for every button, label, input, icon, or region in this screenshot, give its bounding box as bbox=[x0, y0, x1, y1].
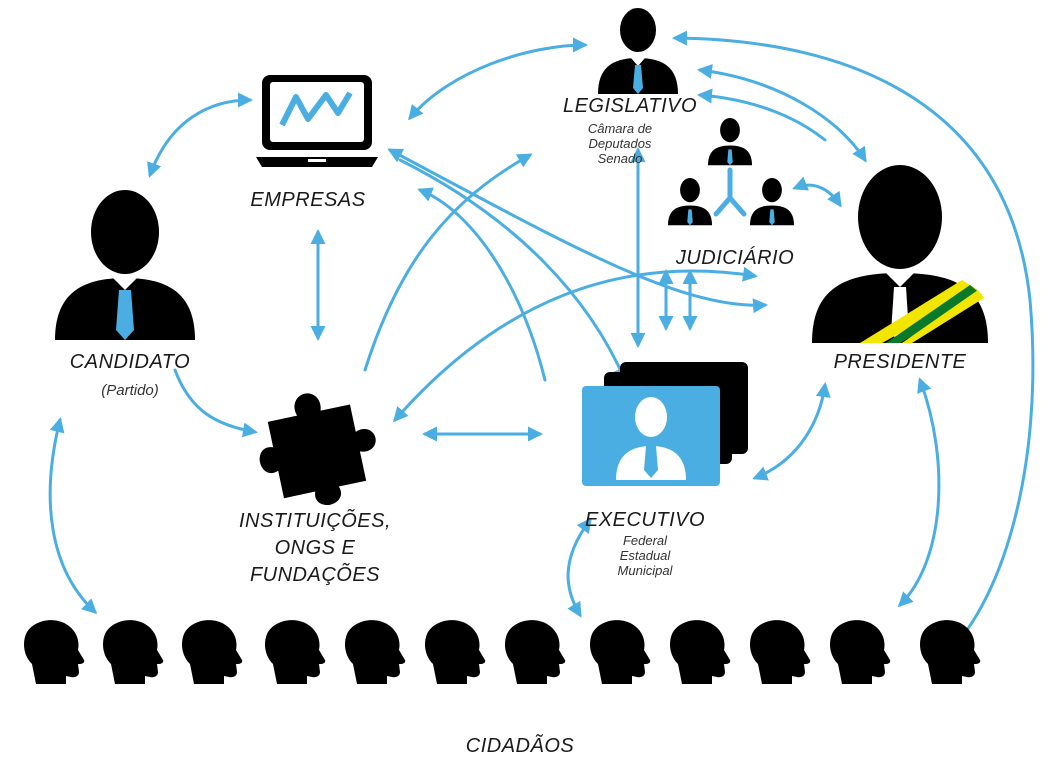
arrow-empresas-presidente bbox=[387, 148, 768, 314]
executivo-sub-estadual: Estadual bbox=[619, 547, 671, 563]
head-silhouette-icon bbox=[670, 620, 731, 684]
instituicoes-line-3: FUNDAÇÕES bbox=[249, 564, 381, 586]
empresas-title: EMPRESAS bbox=[250, 189, 366, 211]
head-silhouette-icon bbox=[345, 620, 406, 684]
citizens-row bbox=[24, 620, 981, 684]
arrow-candidato-cidadaos bbox=[48, 417, 98, 615]
arrow-executivo-empresas bbox=[417, 187, 547, 382]
legislativo-sub-senado: Senado bbox=[597, 150, 643, 166]
arrow-judiciario-presidente bbox=[792, 176, 842, 208]
head-silhouette-icon bbox=[103, 620, 164, 684]
head-silhouette-icon bbox=[830, 620, 891, 684]
executivo-sub-municipal: Municipal bbox=[617, 562, 673, 578]
head-silhouette-icon bbox=[505, 620, 566, 684]
legislativo-sub-deputados: Deputados bbox=[588, 135, 652, 151]
presidente-title: PRESIDENTE bbox=[833, 351, 967, 373]
instituicoes-line-1: INSTITUIÇÕES, bbox=[238, 510, 392, 532]
laptop-chart-icon bbox=[256, 75, 378, 167]
puzzle-piece-icon bbox=[259, 393, 376, 506]
arrow-presidente-cidadaos bbox=[897, 377, 941, 608]
executivo-sub-federal: Federal bbox=[622, 533, 668, 548]
candidato-title: CANDIDATO bbox=[69, 351, 191, 373]
cidadaos-title: CIDADÃOS bbox=[465, 735, 575, 757]
arrow-executivo-cidadaos bbox=[566, 517, 592, 618]
legislativo-sub: Câmara de Deputados Senado bbox=[560, 121, 680, 167]
arrow-executivo-presidente bbox=[752, 382, 831, 481]
head-silhouette-icon bbox=[920, 620, 981, 684]
stacked-profile-cards-icon bbox=[582, 362, 748, 486]
head-silhouette-icon bbox=[24, 620, 85, 684]
head-silhouette-icon bbox=[425, 620, 486, 684]
head-silhouette-icon bbox=[590, 620, 651, 684]
relation-arrows bbox=[48, 30, 1035, 662]
arrow-empresas-executivo bbox=[398, 158, 628, 383]
executivo-sub: Federal Estadual Municipal bbox=[585, 533, 705, 579]
instituicoes-line-2: ONGS E bbox=[274, 537, 356, 559]
arrow-candidato-instituicoes bbox=[173, 368, 258, 438]
instituicoes-title: INSTITUIÇÕES, ONGS E FUNDAÇÕES bbox=[210, 508, 420, 589]
three-judges-hierarchy-icon bbox=[668, 118, 794, 226]
legislativo-title: LEGISLATIVO bbox=[562, 95, 698, 117]
head-silhouette-icon bbox=[265, 620, 326, 684]
arrow-candidato-empresas bbox=[147, 92, 253, 178]
arrow-empresas-legislativo bbox=[408, 37, 588, 121]
arrow-legislativo-cidadao-long bbox=[672, 30, 1035, 662]
legislativo-sub-camara: Câmara de bbox=[587, 121, 653, 136]
head-silhouette-icon bbox=[182, 620, 243, 684]
candidato-sub: (Partido) bbox=[101, 382, 159, 399]
head-silhouette-icon bbox=[750, 620, 811, 684]
executivo-title: EXECUTIVO bbox=[584, 509, 706, 531]
person-silhouette-icon bbox=[55, 190, 195, 340]
president-with-sash-icon bbox=[812, 165, 988, 343]
judiciario-title: JUDICIÁRIO bbox=[675, 247, 795, 269]
person-with-tie-icon bbox=[598, 8, 678, 94]
